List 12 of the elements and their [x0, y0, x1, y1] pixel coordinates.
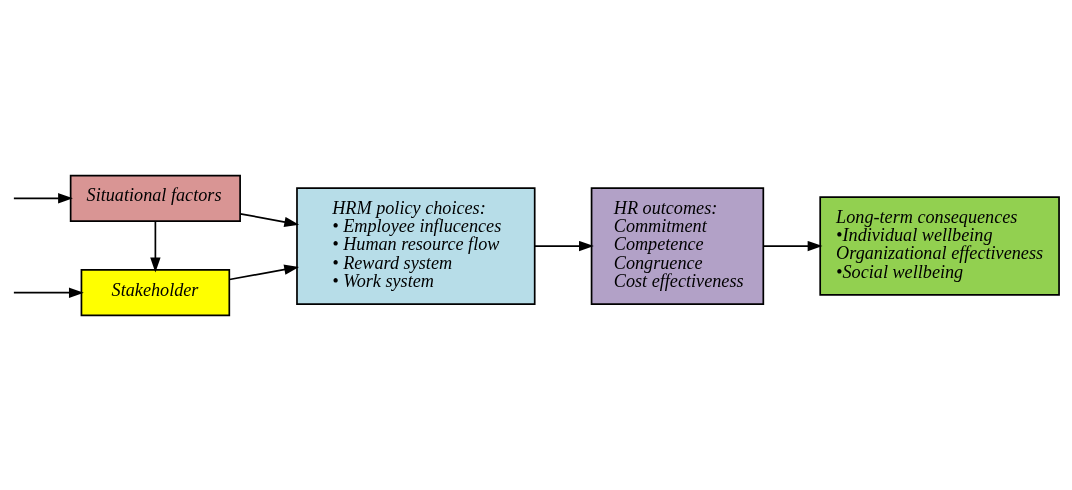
node-box: HRM policy choices: • Employee influcences • Human resource flow • Reward system • Work system — [296, 186, 536, 305]
arrow — [534, 240, 594, 251]
arrow — [239, 212, 300, 227]
arrow — [13, 192, 73, 203]
node-box: Stakeholder — [80, 268, 231, 316]
arrow — [228, 264, 300, 280]
node-box: Situational factors — [69, 174, 241, 222]
arrow — [762, 240, 823, 251]
node-box: Long-term consequences •Individual wellbeing Organizational effectiveness •Social wellbeing — [819, 195, 1060, 296]
arrow — [150, 219, 161, 272]
node-box: HR outcomes: Commitment Competence Congruence Cost effectiveness — [590, 186, 765, 305]
arrow — [13, 287, 84, 298]
